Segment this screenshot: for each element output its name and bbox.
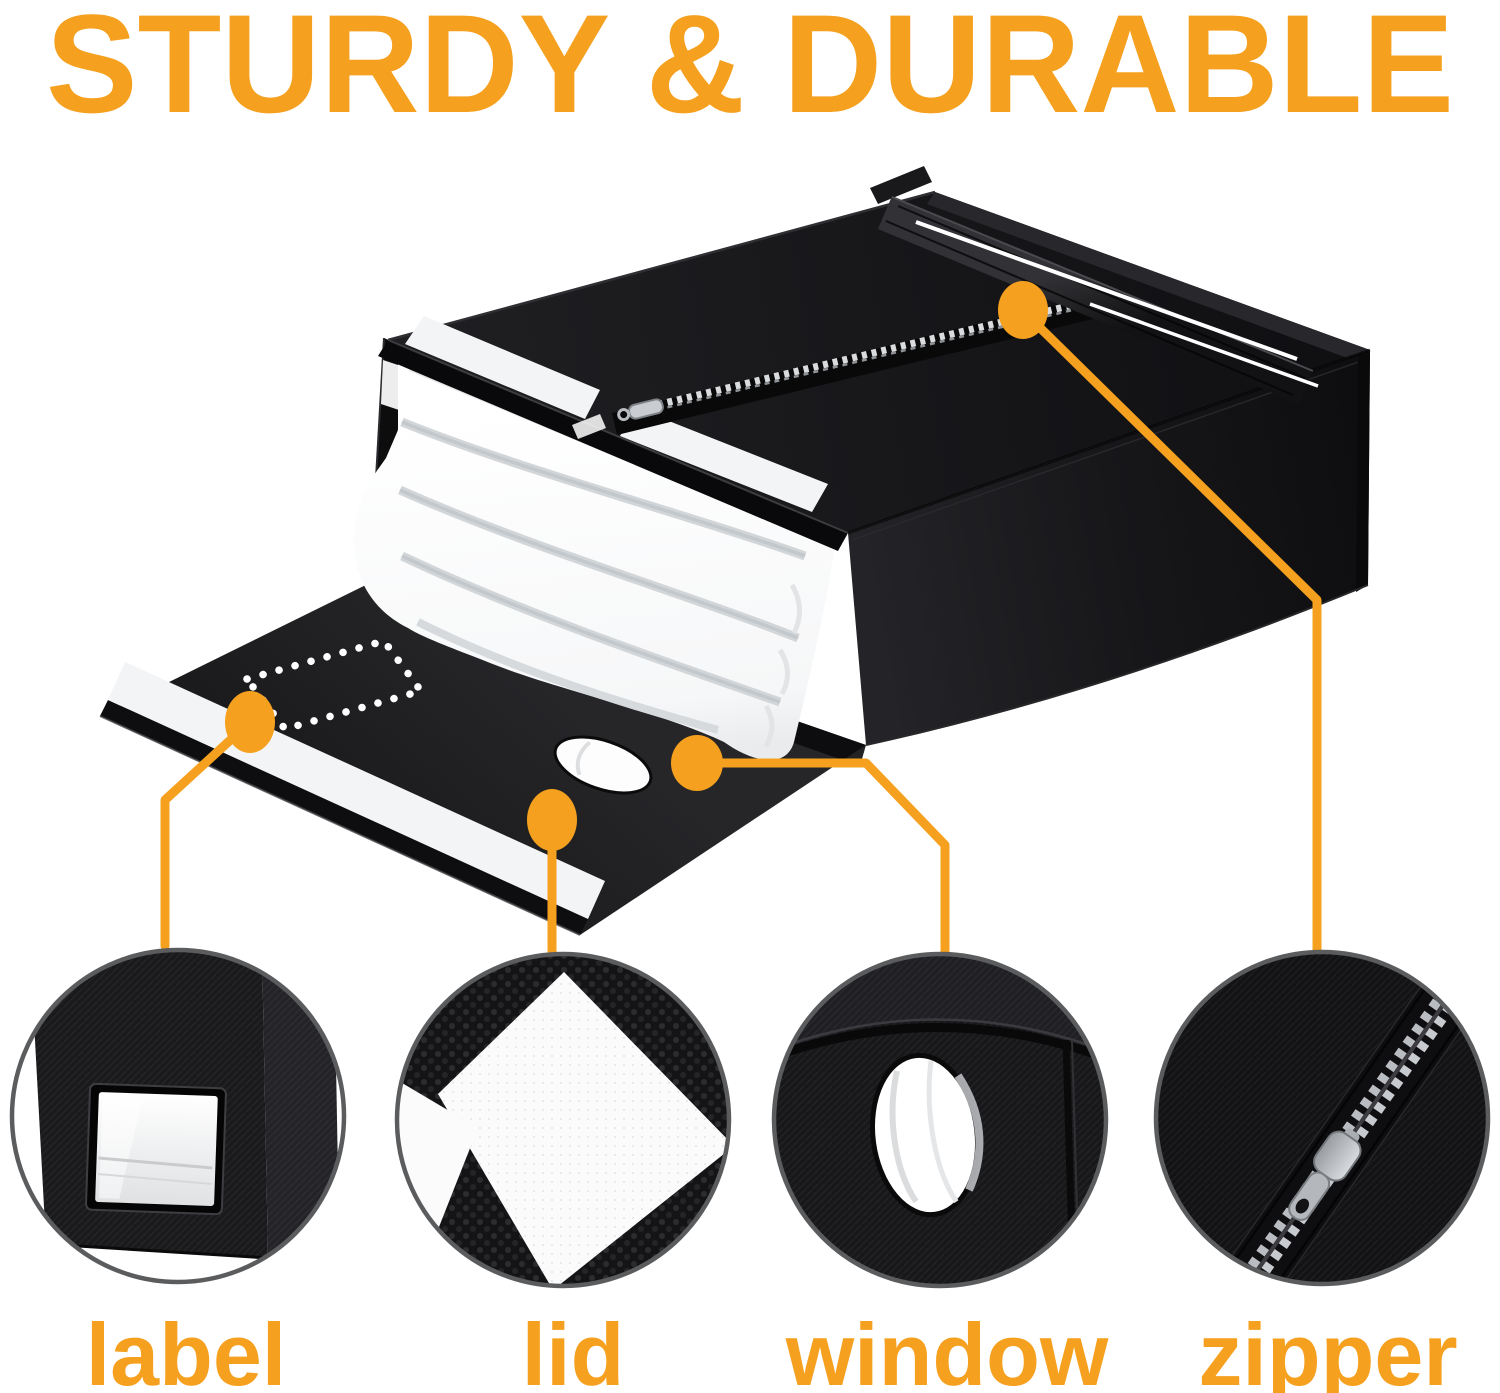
callouts — [160, 281, 1322, 957]
top-white-stripe-back — [405, 316, 600, 419]
bag-top-face — [378, 190, 1370, 551]
callout-zipper — [998, 281, 1322, 955]
detail-circle-window — [771, 951, 1109, 1289]
callout-lid — [527, 789, 577, 956]
lid-window-hole — [553, 735, 653, 795]
detail-circle-zipper — [1153, 949, 1491, 1287]
carry-strap — [870, 166, 1319, 404]
label-pocket-icon — [85, 1082, 227, 1216]
feature-label-window: window — [785, 1305, 1109, 1393]
callout-dot-label — [225, 691, 275, 753]
callout-dot-zipper — [998, 281, 1048, 339]
detail-circle-label — [9, 947, 347, 1285]
bedding-stack — [353, 352, 836, 761]
top-white-stripe-front — [620, 408, 828, 512]
zipper-pull-icon — [617, 398, 664, 422]
feature-label-zipper: zipper — [1198, 1305, 1457, 1393]
callout-window — [671, 735, 950, 957]
callout-label — [160, 691, 275, 951]
page-title: STURDY & DURABLE — [46, 0, 1454, 142]
feature-label-label: label — [86, 1305, 287, 1393]
callout-dot-window — [671, 735, 723, 791]
zipper-slider-icon — [1288, 1128, 1362, 1221]
callout-dot-lid — [527, 789, 577, 851]
storage-bag-illustration — [99, 166, 1371, 936]
window-hole-icon — [869, 1052, 984, 1218]
feature-label-lid: lid — [522, 1305, 625, 1393]
detail-circle-lid — [394, 951, 732, 1289]
